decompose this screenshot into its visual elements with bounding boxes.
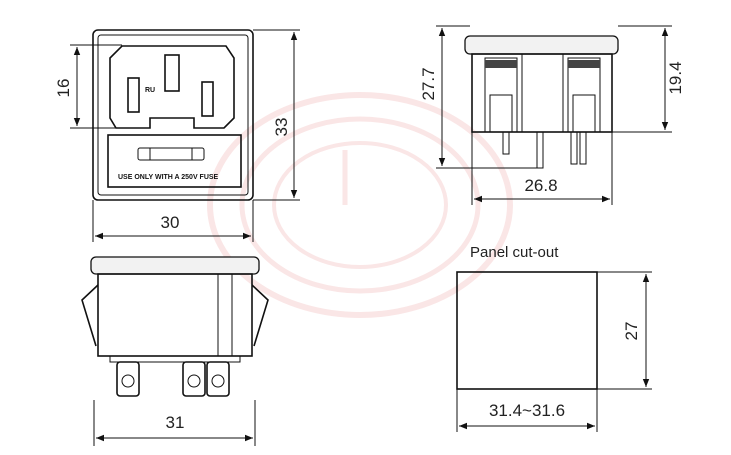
dim-19-4: 19.4 bbox=[612, 25, 685, 133]
watermark-logo bbox=[207, 92, 513, 318]
panel-cutout-title: Panel cut-out bbox=[470, 244, 559, 261]
panel-cutout-rect bbox=[456, 271, 598, 390]
bottom-flange bbox=[90, 256, 260, 275]
dim-31: 31 bbox=[93, 400, 256, 446]
dim-16-label: 16 bbox=[54, 79, 73, 98]
dim-31-4-31-6-label: 31.4~31.6 bbox=[489, 401, 565, 420]
dim-33-label: 33 bbox=[272, 118, 291, 137]
terminal-tab-right bbox=[206, 361, 230, 397]
iec-inlet-outline bbox=[109, 45, 235, 129]
neutral-pin-slot bbox=[201, 81, 214, 117]
dim-16: 16 bbox=[54, 44, 122, 129]
fuse-drawer bbox=[107, 134, 242, 188]
dim-26-8: 26.8 bbox=[471, 132, 613, 205]
front-inner-frame bbox=[97, 34, 249, 196]
dim-26-8-label: 26.8 bbox=[524, 176, 557, 195]
side-pin-3 bbox=[570, 131, 578, 165]
front-view: RU USE ONLY WITH A 250V FUSE bbox=[92, 29, 254, 201]
cert-mark: RU bbox=[145, 87, 155, 94]
live-pin-slot bbox=[127, 77, 140, 113]
dim-31-4-31-6: 31.4~31.6 bbox=[456, 389, 598, 432]
left-latch bbox=[81, 284, 99, 347]
dim-30: 30 bbox=[92, 200, 254, 242]
dim-27: 27 bbox=[597, 271, 652, 390]
right-latch bbox=[251, 284, 269, 347]
front-outer-frame bbox=[92, 29, 254, 201]
side-view bbox=[464, 35, 619, 169]
bottom-view bbox=[81, 256, 269, 397]
dim-19-4-label: 19.4 bbox=[666, 61, 685, 94]
dim-27-7: 27.7 bbox=[419, 25, 537, 169]
terminal-tab-left bbox=[116, 361, 140, 397]
bottom-body bbox=[97, 273, 253, 357]
fuse-symbol bbox=[137, 147, 205, 161]
side-flange bbox=[464, 35, 619, 55]
fuse-warning-text: USE ONLY WITH A 250V FUSE bbox=[118, 174, 219, 181]
dim-31-label: 31 bbox=[166, 413, 185, 432]
dim-33: 33 bbox=[253, 29, 300, 201]
terminal-tab-mid bbox=[182, 361, 206, 397]
earth-pin-slot bbox=[164, 54, 180, 92]
side-pin-4 bbox=[579, 131, 587, 165]
dim-27-7-label: 27.7 bbox=[419, 67, 438, 100]
dim-27-label: 27 bbox=[622, 322, 641, 341]
side-pin-1 bbox=[502, 131, 510, 155]
dim-30-label: 30 bbox=[161, 213, 180, 232]
side-pin-2 bbox=[536, 131, 544, 169]
